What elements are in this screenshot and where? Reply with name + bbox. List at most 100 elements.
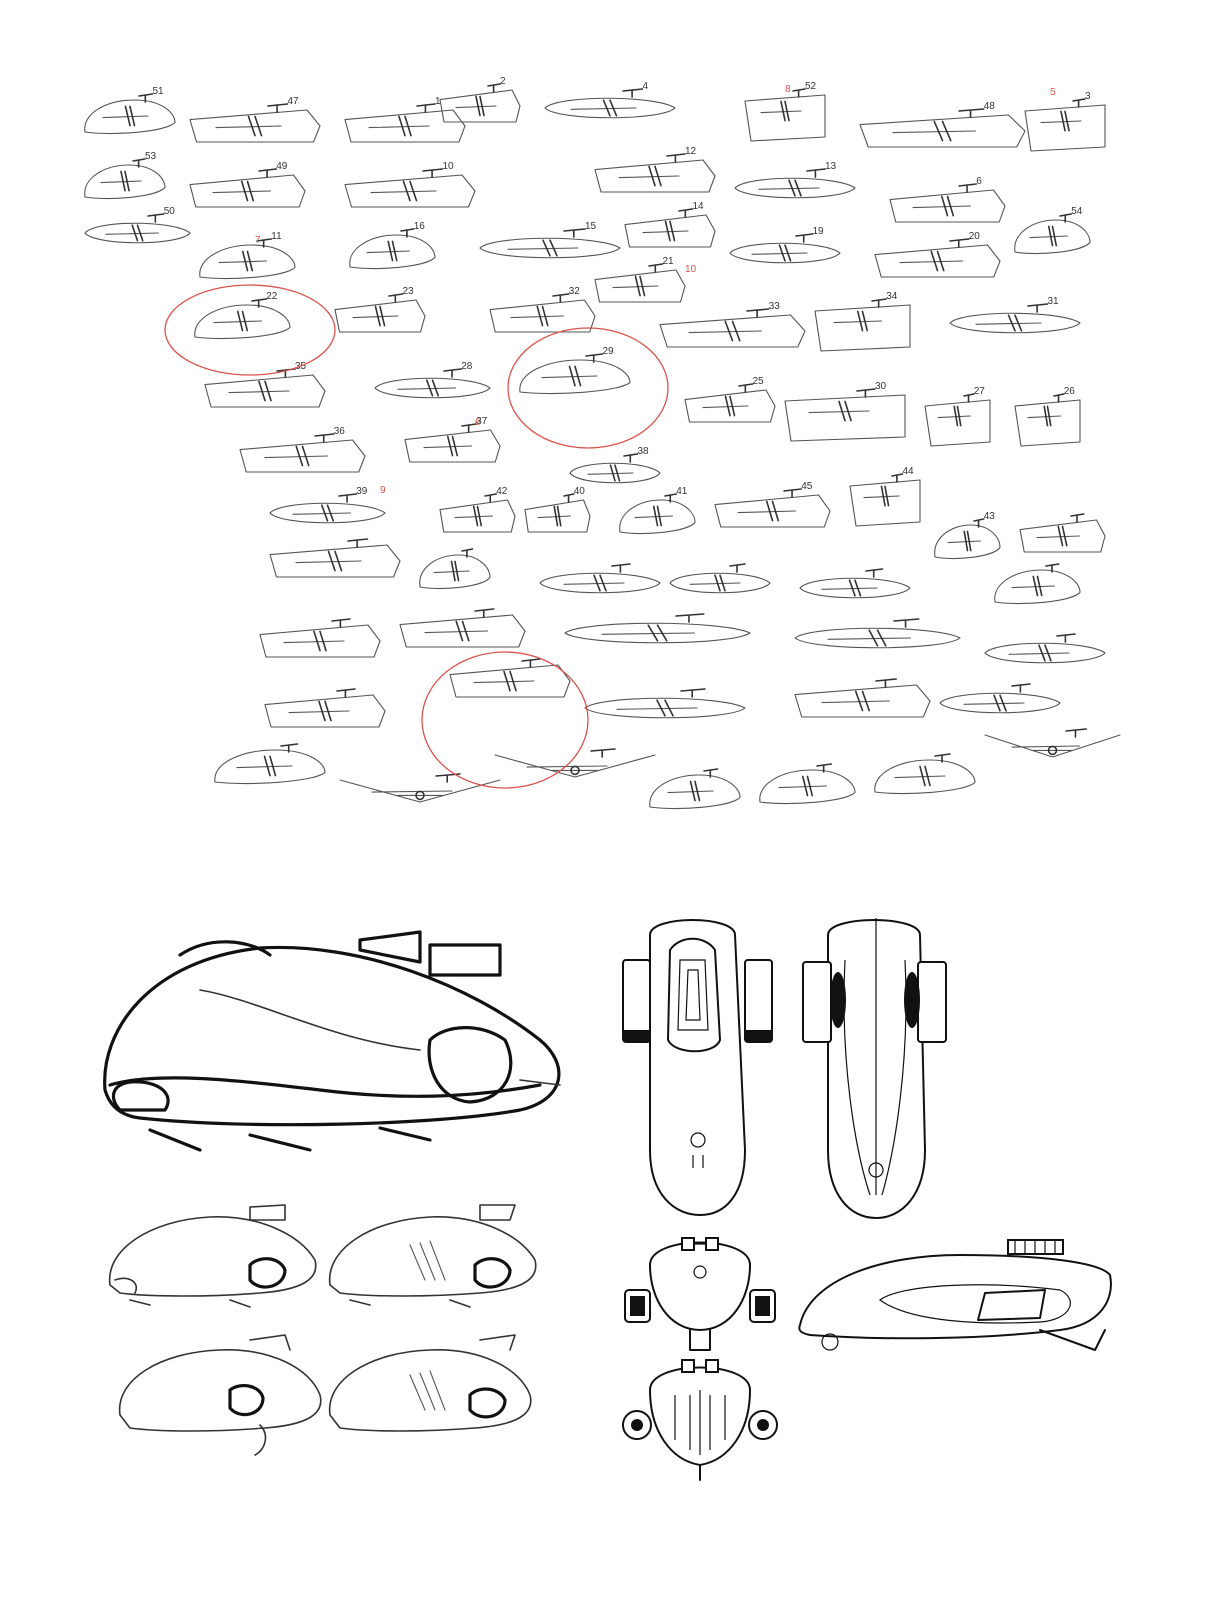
thumbnail-number: 19	[813, 226, 825, 237]
selection-circle-54	[164, 284, 336, 376]
thumbnail-number: 51	[153, 86, 165, 97]
thumbnail-sketch	[799, 568, 911, 599]
thumbnail-sketch	[494, 748, 656, 778]
red-mark: 5	[1050, 87, 1056, 98]
main-vehicle-sketch	[103, 930, 561, 1152]
thumbnail-number: 29	[603, 346, 615, 357]
thumbnail-number: 44	[903, 466, 915, 477]
thumbnail-sketch	[399, 608, 526, 648]
thumbnail-number: 25	[753, 376, 765, 387]
thumbnail-sketch	[189, 168, 306, 208]
thumbnail-sketch	[734, 168, 856, 199]
thumbnail-number: 3	[1085, 91, 1091, 102]
thumbnail-number: 53	[145, 151, 157, 162]
thumbnail-sketch	[189, 103, 321, 143]
thumbnail-sketch	[569, 453, 661, 484]
thumbnail-sketch	[489, 293, 596, 333]
thumbnail-number: 32	[569, 286, 581, 297]
thumbnail-sketch	[924, 393, 991, 447]
thumbnail-number: 16	[414, 221, 426, 232]
thumbnail-number: 14	[693, 201, 705, 212]
thumbnail-sketch	[404, 423, 501, 463]
thumbnail-sketch	[874, 753, 976, 795]
thumbnail-sketch	[619, 493, 696, 535]
thumbnail-sketch	[84, 213, 191, 244]
selection-circle-lower	[421, 651, 589, 789]
thumbnail-number: 10	[443, 161, 455, 172]
thumbnail-sketch	[479, 228, 621, 259]
thumbnail-number: 42	[496, 486, 508, 497]
thumbnail-sketch	[994, 563, 1081, 605]
thumbnail-sketch	[519, 353, 631, 395]
red-mark: 9	[380, 485, 386, 496]
thumbnail-sketch	[984, 633, 1106, 664]
red-mark: 7	[255, 235, 261, 246]
thumbnail-number: 12	[685, 146, 697, 157]
bottom-view	[802, 918, 947, 1219]
thumbnail-sketch	[849, 473, 921, 527]
top-view	[622, 919, 773, 1216]
thumbnail-sketch	[439, 493, 516, 533]
thumbnail-sketch	[524, 493, 591, 533]
thumbnail-number: 4	[643, 81, 649, 92]
thumbnail-number: 1	[435, 96, 441, 107]
thumbnail-sketch	[1024, 98, 1106, 152]
thumbnail-number: 28	[461, 361, 473, 372]
variant-c	[118, 1334, 322, 1456]
thumbnail-number: 15	[585, 221, 597, 232]
thumbnail-number: 38	[638, 446, 650, 457]
thumbnail-sketch	[649, 768, 741, 810]
thumbnail-number: 6	[976, 176, 982, 187]
thumbnail-sketch	[214, 743, 326, 785]
thumbnail-sketch	[759, 763, 856, 805]
thumbnail-number: 34	[886, 291, 898, 302]
thumbnail-sketch	[194, 298, 291, 340]
thumbnail-sketch	[794, 618, 961, 649]
variant-b	[328, 1204, 537, 1308]
thumbnail-sketch	[84, 158, 166, 200]
thumbnail-number: 49	[276, 161, 288, 172]
thumbnail-number: 48	[984, 101, 996, 112]
thumbnail-sketch	[344, 168, 476, 208]
thumbnail-sketch	[239, 433, 366, 473]
thumbnail-sketch	[729, 233, 841, 264]
thumbnail-number: 37	[476, 416, 488, 427]
front-view	[624, 1237, 776, 1351]
thumbnail-sketch	[349, 228, 436, 270]
thumbnail-sketch	[84, 93, 176, 135]
thumbnail-sketch	[659, 308, 806, 348]
thumbnail-number: 33	[769, 301, 781, 312]
thumbnail-number: 31	[1048, 296, 1060, 307]
thumbnail-number: 41	[676, 486, 688, 497]
selection-circles	[164, 284, 669, 789]
thumbnail-number: 36	[334, 426, 346, 437]
thumbnail-number: 52	[805, 81, 817, 92]
thumbnail-number: 54	[1071, 206, 1083, 217]
thumbnail-sketch	[714, 488, 831, 528]
thumbnail-number: 26	[1064, 386, 1076, 397]
thumbnail-sketch	[264, 688, 386, 728]
thumbnail-sketch	[939, 683, 1061, 714]
thumbnail-sketch	[269, 493, 386, 524]
thumbnail-sketch	[684, 383, 776, 423]
thumbnail-number: 43	[984, 511, 996, 522]
thumbnail-sketch	[594, 153, 716, 193]
thumbnail-sketch	[419, 548, 491, 590]
thumbnail-number: 27	[974, 386, 986, 397]
thumbnail-number: 20	[969, 231, 981, 242]
thumbnail-sketch	[594, 263, 686, 303]
thumbnail-sketch	[1014, 393, 1081, 447]
red-mark: 6	[475, 417, 481, 428]
thumbnail-sketch	[794, 678, 931, 718]
thumbnail-sketch	[859, 108, 1026, 148]
thumbnail-sketch	[874, 238, 1001, 278]
thumbnail-sketch	[339, 773, 501, 803]
thumbnail-sketch	[669, 563, 771, 594]
thumbnail-sketch	[439, 83, 521, 123]
thumbnail-sketch	[374, 368, 491, 399]
thumbnail-sketch	[949, 303, 1081, 334]
side-view	[798, 1239, 1112, 1351]
